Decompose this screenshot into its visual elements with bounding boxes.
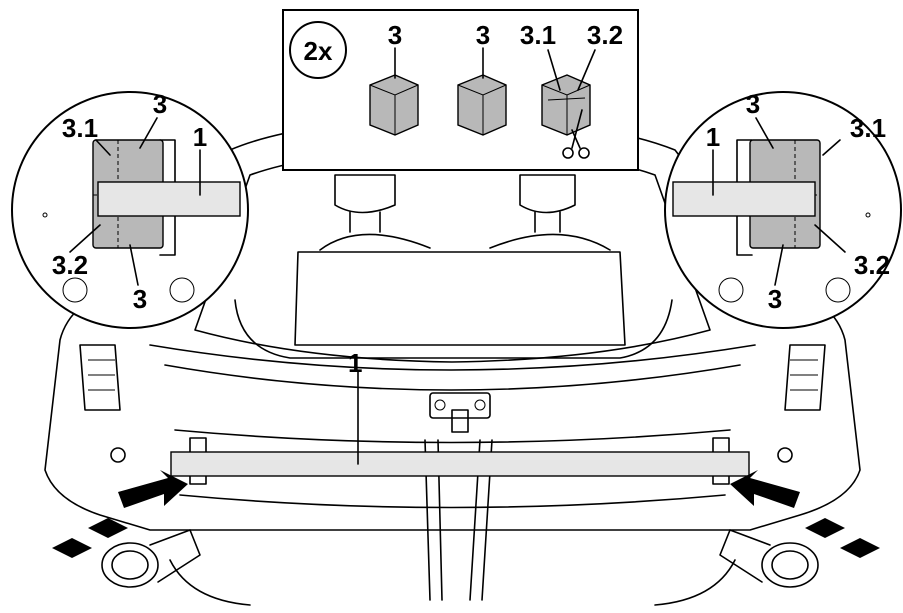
part-cut-2-label: 3.2 <box>587 20 623 50</box>
part-cut-1-label: 3.1 <box>520 20 556 50</box>
right-label-31: 3.1 <box>850 113 886 143</box>
right-label-32: 3.2 <box>854 250 890 280</box>
main-crossbar <box>170 451 750 477</box>
left-label-3-top: 3 <box>153 89 167 119</box>
right-push-arrow <box>730 470 880 558</box>
parts-inset: 2x 3 3 3.1 3.2 <box>282 9 639 171</box>
left-label-32: 3.2 <box>52 250 88 280</box>
left-label-3-bottom: 3 <box>133 284 147 314</box>
right-bar <box>672 181 816 217</box>
pad-part-b <box>457 74 507 136</box>
left-detail-callout: 1 3 3.1 3.2 3 <box>11 89 249 329</box>
pad-part-cut <box>541 74 591 136</box>
right-detail-callout: 1 3 3.1 3.2 3 <box>664 89 902 329</box>
main-label-1: 1 <box>348 348 362 378</box>
part-b-label: 3 <box>476 20 490 50</box>
multiplier-label: 2x <box>304 36 333 66</box>
right-label-3-bottom: 3 <box>768 284 782 314</box>
left-exhaust <box>101 529 201 588</box>
multiplier-badge <box>289 21 347 79</box>
right-label-3-top: 3 <box>746 89 760 119</box>
left-label-1: 1 <box>193 122 207 152</box>
pad-part-a <box>369 74 419 136</box>
left-bar <box>97 181 241 217</box>
left-push-arrow <box>52 470 188 558</box>
left-label-31: 3.1 <box>62 113 98 143</box>
left-vent <box>79 344 121 411</box>
scissors-icon <box>562 109 590 159</box>
right-label-1: 1 <box>706 122 720 152</box>
part-a-label: 3 <box>388 20 402 50</box>
right-exhaust <box>719 529 819 588</box>
right-vent <box>784 344 826 411</box>
